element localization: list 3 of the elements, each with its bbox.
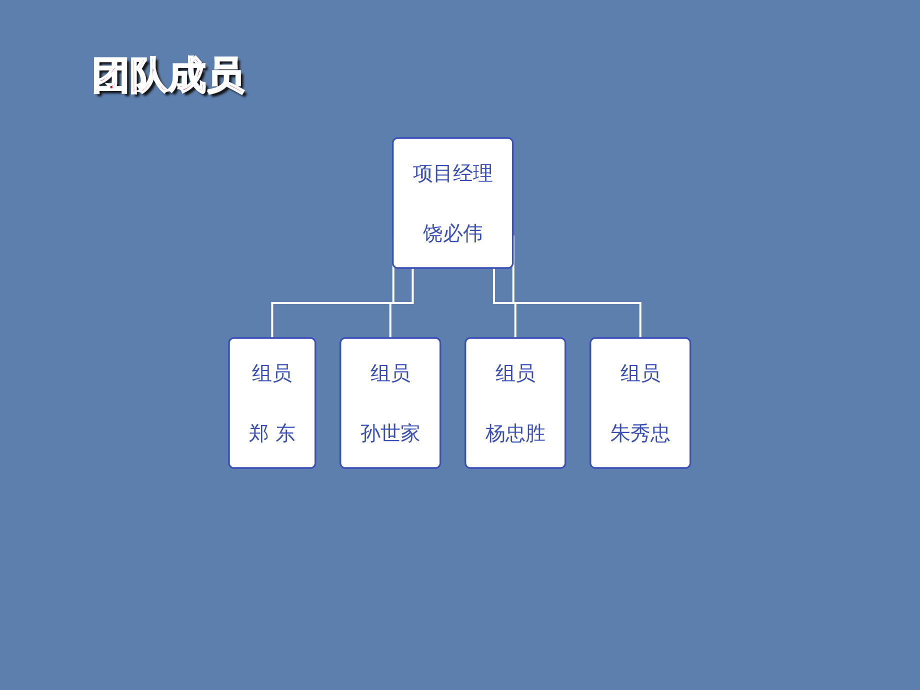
title: 团队成员 bbox=[92, 52, 244, 99]
connector bbox=[493, 268, 518, 340]
connector bbox=[390, 268, 414, 340]
